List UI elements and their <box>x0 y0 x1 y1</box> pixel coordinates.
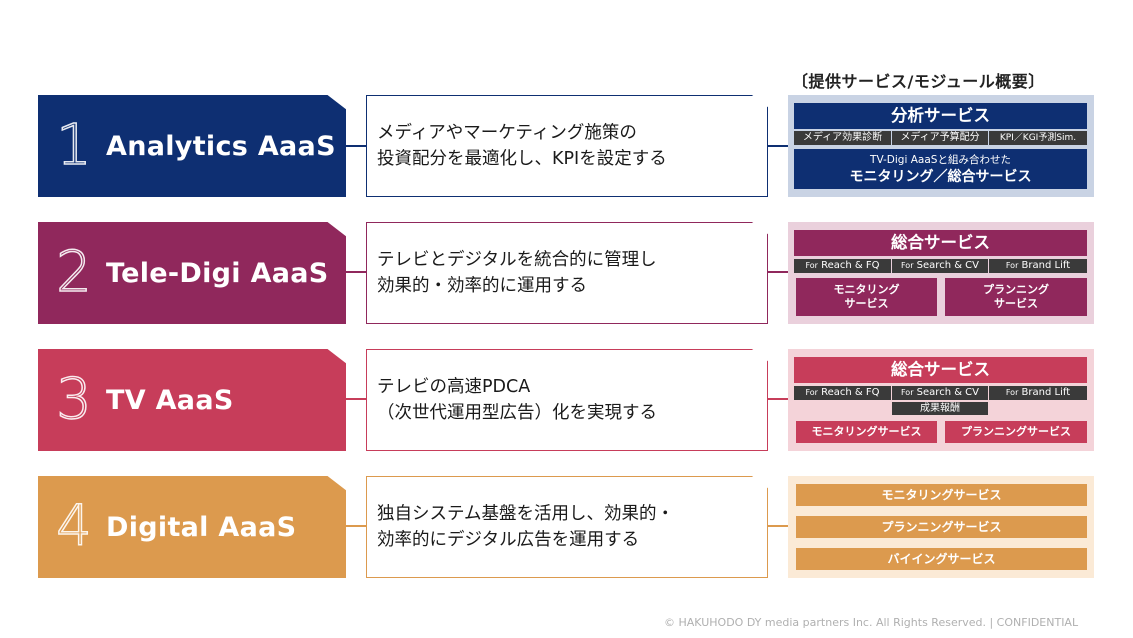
row3-connector <box>346 398 368 400</box>
row3-panel: 総合サービス For Reach & FQ For Search & CV Fo… <box>788 349 1094 451</box>
row1-name: Analytics AaaS <box>106 130 336 162</box>
row4-description-text: 独自システム基盤を活用し、効果的・ 効率的にデジタル広告を運用する <box>377 504 674 550</box>
row2-tag-2-for: For <box>900 261 914 270</box>
row4-name: Digital AaaS <box>106 511 297 543</box>
row1-tag-3: KPI／KGI予測Sim. <box>989 131 1087 145</box>
row1-panel-sub-line1: TV-Digi AaaSと組み合わせた <box>870 154 1011 166</box>
row2-number: 2 <box>55 240 92 305</box>
row3-tag-2-for: For <box>900 388 914 397</box>
row1-connector-right <box>768 145 790 147</box>
row4-buying-box: バイイングサービス <box>796 548 1087 570</box>
row4-connector-right <box>768 525 790 527</box>
row3-description-text: テレビの高速PDCA （次世代運用型広告）化を実現する <box>377 377 657 423</box>
row2-description: テレビとデジタルを統合的に管理し 効果的・効率的に運用する <box>366 222 768 324</box>
row2-tag-2: For Search & CV <box>892 259 988 273</box>
row4-description: 独自システム基盤を活用し、効果的・ 効率的にデジタル広告を運用する <box>366 476 768 578</box>
row2-tag-1-text: Reach & FQ <box>821 260 880 271</box>
row4-number: 4 <box>55 494 92 559</box>
row1-tag-2: メディア予算配分 <box>892 131 988 145</box>
row3-number: 3 <box>55 367 92 432</box>
row3-planning-box: プランニングサービス <box>945 421 1087 443</box>
row1-tag-1: メディア効果診断 <box>794 131 891 145</box>
row2-monitoring-box: モニタリング サービス <box>796 278 937 316</box>
row2-name: Tele-Digi AaaS <box>106 257 329 289</box>
row3-tag-3: For Brand Lift <box>989 386 1087 400</box>
row1-description: メディアやマーケティング施策の 投資配分を最適化し、KPIを設定する <box>366 95 768 197</box>
row3-tag-1-text: Reach & FQ <box>821 387 880 398</box>
row3-panel-title: 総合サービス <box>794 357 1087 383</box>
copyright: © HAKUHODO DY media partners Inc. All Ri… <box>664 616 1079 629</box>
row2-tag-1: For Reach & FQ <box>794 259 891 273</box>
row3-connector-right <box>768 398 790 400</box>
row3-tag-reward: 成果報酬 <box>892 402 988 415</box>
row3-monitoring-box: モニタリングサービス <box>796 421 937 443</box>
row1-connector <box>346 145 368 147</box>
row3-tag-1: For Reach & FQ <box>794 386 891 400</box>
row2-tag-3-text: Brand Lift <box>1021 260 1071 271</box>
row2-connector <box>346 271 368 273</box>
row2-planning-box: プランニング サービス <box>945 278 1087 316</box>
row3-tag-1-for: For <box>805 388 818 397</box>
row4-label: 4 Digital AaaS <box>38 476 346 578</box>
row4-planning-box: プランニングサービス <box>796 516 1087 538</box>
row1-panel: 分析サービス メディア効果診断 メディア予算配分 KPI／KGI予測Sim. T… <box>788 95 1094 197</box>
row1-description-text: メディアやマーケティング施策の 投資配分を最適化し、KPIを設定する <box>377 123 667 169</box>
row2-tag-1-for: For <box>805 261 818 270</box>
row3-description: テレビの高速PDCA （次世代運用型広告）化を実現する <box>366 349 768 451</box>
row1-panel-sub: TV-Digi AaaSと組み合わせた モニタリング／総合サービス <box>794 149 1087 189</box>
row3-tag-3-text: Brand Lift <box>1021 387 1071 398</box>
row3-tag-2: For Search & CV <box>892 386 988 400</box>
row3-label: 3 TV AaaS <box>38 349 346 451</box>
row4-panel: モニタリングサービス プランニングサービス バイイングサービス <box>788 476 1094 578</box>
row2-tag-3-for: For <box>1005 261 1019 270</box>
row2-panel: 総合サービス For Reach & FQ For Search & CV Fo… <box>788 222 1094 324</box>
row1-number: 1 <box>55 113 92 178</box>
row2-connector-right <box>768 271 790 273</box>
panel-header: 〔提供サービス/モジュール概要〕 <box>792 72 1045 91</box>
row2-panel-title: 総合サービス <box>794 230 1087 256</box>
row2-tag-3: For Brand Lift <box>989 259 1087 273</box>
row2-description-text: テレビとデジタルを統合的に管理し 効果的・効率的に運用する <box>377 250 657 296</box>
row3-tag-3-for: For <box>1005 388 1019 397</box>
row2-label: 2 Tele-Digi AaaS <box>38 222 346 324</box>
row1-panel-title: 分析サービス <box>794 103 1087 129</box>
row4-monitoring-box: モニタリングサービス <box>796 484 1087 506</box>
row1-label: 1 Analytics AaaS <box>38 95 346 197</box>
row3-name: TV AaaS <box>106 384 234 416</box>
row1-panel-sub-line2: モニタリング／総合サービス <box>849 169 1032 185</box>
row2-tag-2-text: Search & CV <box>916 260 980 271</box>
row3-tag-2-text: Search & CV <box>916 387 980 398</box>
row4-connector <box>346 525 368 527</box>
